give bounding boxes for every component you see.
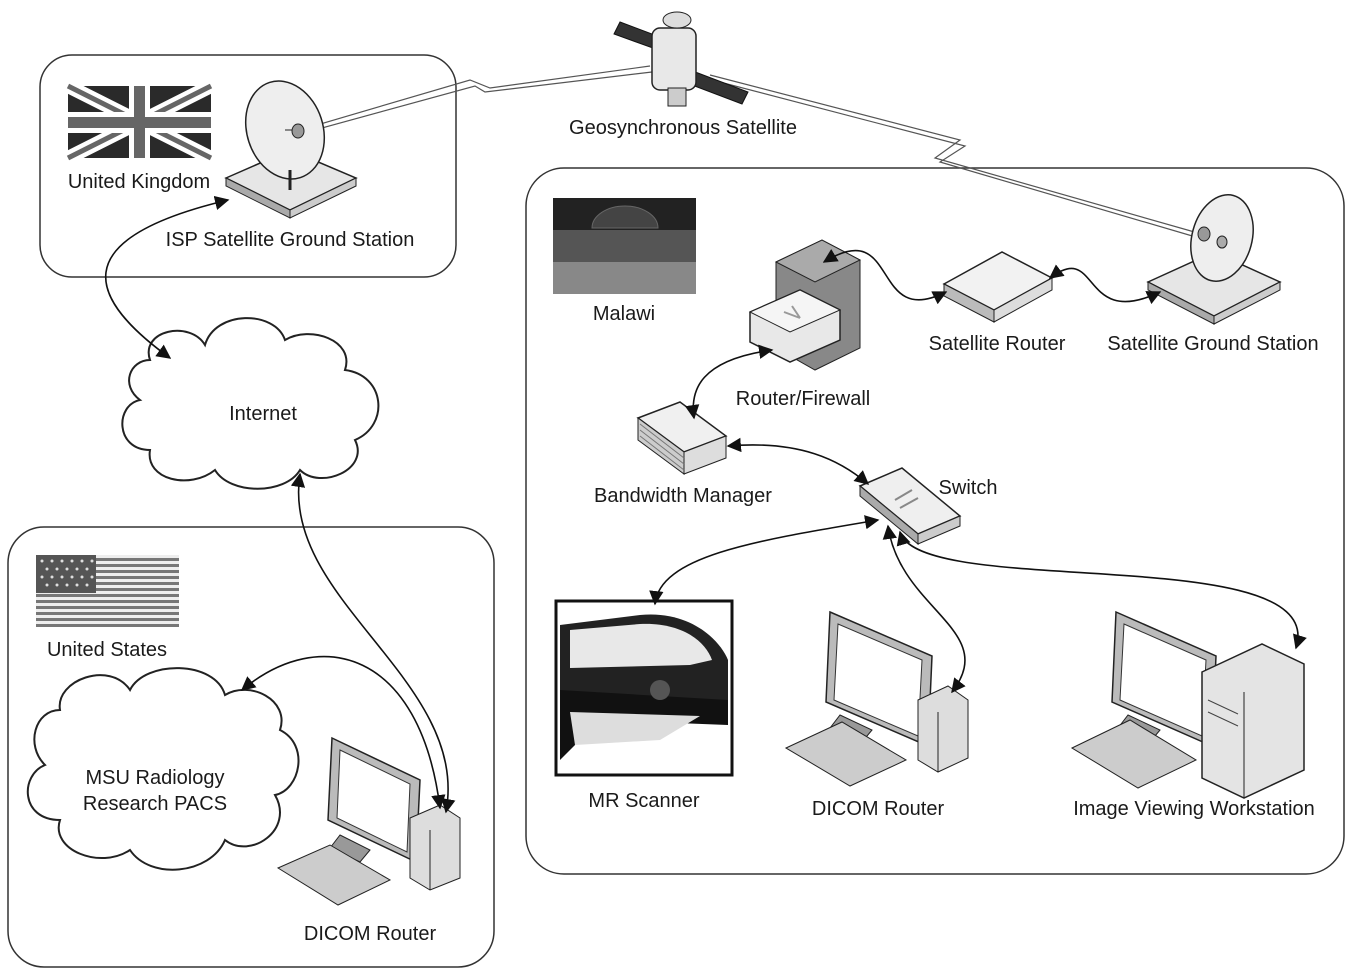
- satellite-icon: [613, 11, 749, 107]
- link-satrouter-ground: [1048, 264, 1162, 305]
- malawi-flag-icon: [553, 198, 696, 294]
- satellite-router-label: Satellite Router: [929, 333, 1066, 355]
- mr-scanner-label: MR Scanner: [588, 790, 699, 812]
- switch-label: Switch: [939, 477, 998, 499]
- link-uk-internet: [104, 196, 230, 359]
- us-flag-icon: [36, 555, 179, 627]
- firewall-label: Router/Firewall: [736, 388, 870, 410]
- internet-cloud-icon: [121, 317, 380, 490]
- satellite-router-icon: [942, 251, 1054, 323]
- link-switch-workstation: [896, 530, 1307, 650]
- link-internet-router: [290, 472, 456, 814]
- malawi-satellite-dish-icon: [1146, 194, 1282, 325]
- link-firewall-satrouter: [822, 249, 948, 305]
- pacs-label-line1: MSU Radiology: [86, 767, 225, 789]
- mr-scanner-icon: [554, 599, 734, 777]
- us-country-label: United States: [47, 639, 167, 661]
- satellite-label: Geosynchronous Satellite: [569, 117, 797, 139]
- workstation-label: Image Viewing Workstation: [1073, 798, 1315, 820]
- us-router-label: DICOM Router: [304, 923, 437, 945]
- link-switch-scanner: [649, 515, 880, 606]
- internet-label: Internet: [229, 403, 297, 425]
- uk-country-label: United Kingdom: [68, 171, 210, 193]
- link-firewall-bandwidth: [685, 344, 774, 420]
- bandwidth-manager-icon: [636, 401, 728, 475]
- pacs-label-line2: Research PACS: [83, 793, 227, 815]
- uk-satellite-dish-icon: [224, 80, 358, 219]
- malawi-country-label: Malawi: [593, 303, 655, 325]
- satellite-link-malawi: [709, 74, 1207, 241]
- uk-station-label: ISP Satellite Ground Station: [166, 229, 415, 251]
- pacs-cloud-icon: [26, 667, 300, 871]
- ground-station-label: Satellite Ground Station: [1107, 333, 1318, 355]
- link-bandwidth-switch: [726, 437, 870, 485]
- satellite-link-uk: [299, 65, 653, 135]
- uk-flag-icon: [64, 79, 215, 165]
- bandwidth-manager-label: Bandwidth Manager: [594, 485, 772, 507]
- malawi-router-label: DICOM Router: [812, 798, 945, 820]
